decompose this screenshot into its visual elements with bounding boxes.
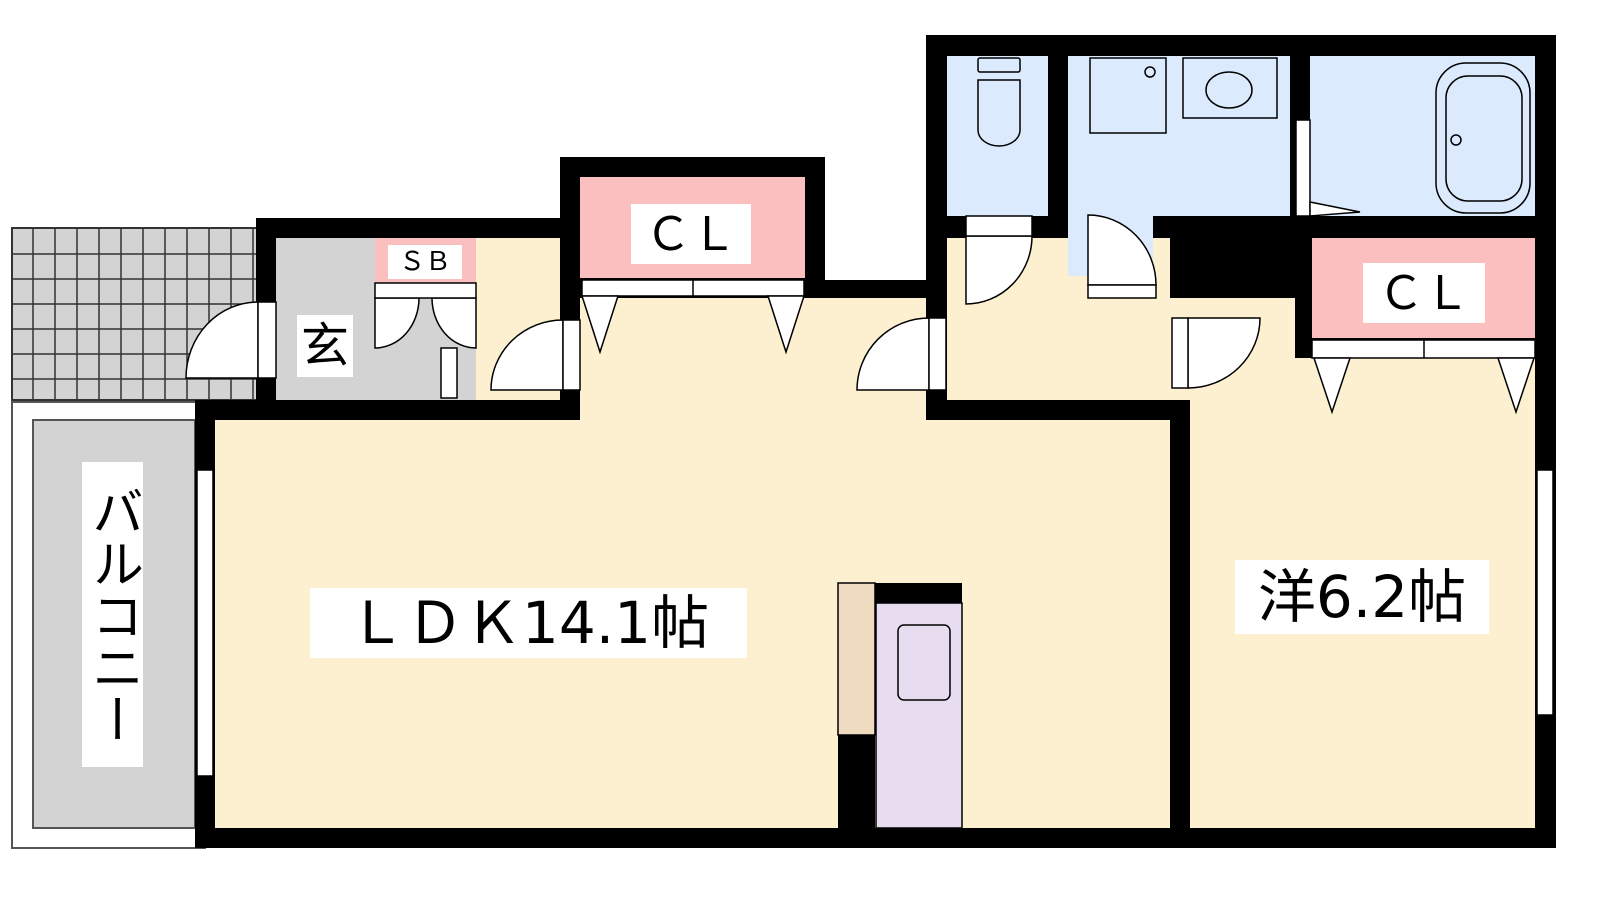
western-room-label: 洋6.2帖 xyxy=(1235,560,1489,634)
entrance-label: 玄 xyxy=(297,315,353,377)
closet-right-label: ＣＬ xyxy=(1363,263,1485,323)
counter xyxy=(837,582,876,736)
balcony-tiles xyxy=(11,227,259,401)
ldk-label: ＬＤＫ14.1帖 xyxy=(310,588,747,658)
ldk-door xyxy=(856,317,930,391)
closet-top-label: ＣＬ xyxy=(631,204,751,264)
sink-basin xyxy=(897,624,951,701)
corridor-floor-2 xyxy=(1048,298,1190,400)
sink-icon xyxy=(1182,57,1278,119)
balcony-window xyxy=(196,469,214,777)
sb-door-left xyxy=(374,297,420,349)
washing-machine-icon xyxy=(1089,57,1167,134)
doors xyxy=(185,214,1554,777)
bath-door-icon xyxy=(1295,119,1361,217)
shoebox-label: ＳＢ xyxy=(388,245,462,279)
wash-door xyxy=(1087,214,1157,286)
entrance-door xyxy=(185,301,259,379)
balcony-label: バルコニー xyxy=(82,462,143,767)
bathroom xyxy=(1310,56,1535,216)
stove xyxy=(875,602,963,829)
western-door xyxy=(1187,317,1261,389)
kitchen xyxy=(837,582,963,829)
hall-door xyxy=(490,319,564,391)
toilet-door xyxy=(965,235,1033,305)
toilet-icon xyxy=(977,57,1021,147)
washroom xyxy=(1068,56,1290,216)
sb-door-right xyxy=(431,297,477,349)
bathtub-icon xyxy=(1435,62,1531,214)
western-window xyxy=(1536,469,1554,716)
